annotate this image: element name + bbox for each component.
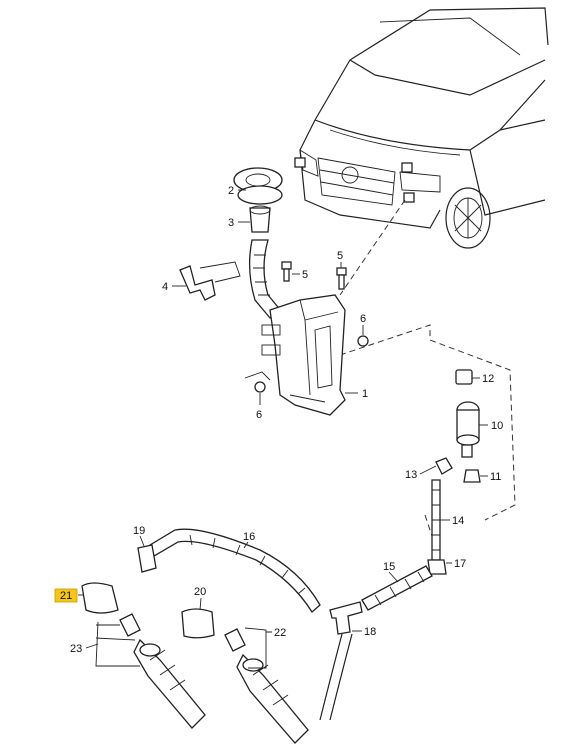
callout-1: 1	[362, 388, 368, 400]
leader-lines	[78, 189, 488, 669]
part-connector	[435, 457, 453, 475]
part-nozzle-assembly	[119, 613, 206, 729]
callout-13: 13	[405, 469, 417, 481]
part-washer-pump	[455, 369, 481, 483]
callout-12: 12	[482, 373, 494, 385]
callout-11: 11	[490, 471, 501, 483]
part-nut	[357, 335, 369, 347]
part-bolt	[281, 261, 347, 290]
reference-line	[339, 199, 406, 296]
part-hose	[361, 565, 433, 611]
part-washer-reservoir	[261, 294, 346, 416]
callout-20: 20	[194, 586, 206, 598]
part-bracket	[179, 265, 216, 301]
callout-18: 18	[364, 626, 376, 638]
callout-6b: 6	[256, 409, 262, 421]
part-elbow	[137, 544, 157, 573]
part-cover-cap	[181, 608, 215, 639]
callout-5a: 5	[302, 269, 308, 281]
callout-21: 21	[60, 590, 72, 602]
callout-5b: 5	[337, 250, 343, 262]
vehicle-illustration	[294, 7, 549, 249]
part-cover-cap	[81, 582, 119, 614]
callout-19: 19	[133, 525, 145, 537]
callout-23: 23	[70, 643, 82, 655]
part-nozzle-assembly	[224, 628, 309, 744]
callout-22: 22	[274, 627, 286, 639]
highlight-box	[54, 588, 78, 603]
callout-labels: 1 2 3 4 5 5 6 6 10 11 12 13 14 15 16 17 …	[60, 185, 503, 655]
callout-15: 15	[383, 561, 395, 573]
part-filler-cap	[233, 167, 283, 233]
callout-14: 14	[452, 515, 464, 527]
part-t-piece	[329, 601, 363, 635]
part-nut	[254, 381, 266, 393]
part-connector	[427, 559, 447, 575]
callout-6a: 6	[360, 313, 366, 325]
callout-10: 10	[491, 420, 503, 432]
callout-16: 16	[243, 531, 255, 543]
callout-2: 2	[228, 185, 234, 197]
callout-17: 17	[454, 558, 466, 570]
part-filler-tube	[248, 239, 284, 319]
part-hose	[149, 528, 321, 613]
reference-line	[339, 324, 516, 521]
callout-4: 4	[162, 281, 168, 293]
callout-3: 3	[228, 217, 234, 229]
